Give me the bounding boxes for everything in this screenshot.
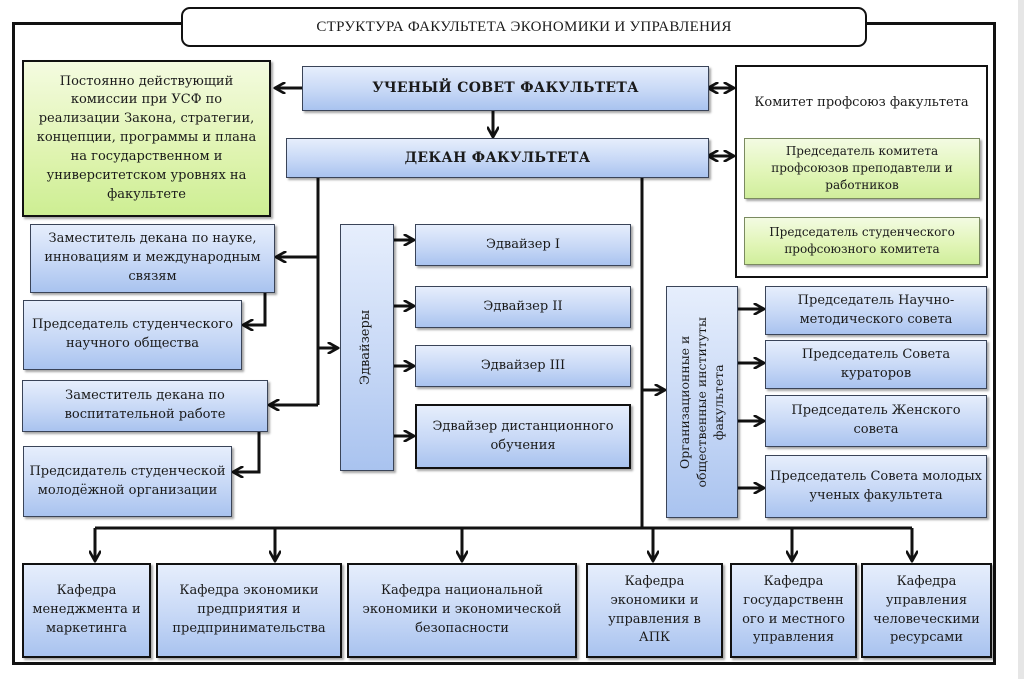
department-box[interactable]: Кафедра экономики предприятия и предприн…: [156, 563, 342, 658]
adviser-item[interactable]: Эдвайзер дистанционного обучения: [415, 404, 631, 469]
deputy-education-box[interactable]: Заместитель декана по воспитательной раб…: [22, 380, 268, 432]
department-box[interactable]: Кафедра менеджмента и маркетинга: [22, 563, 151, 658]
deputy-education-label: Заместитель декана по воспитательной раб…: [64, 388, 226, 422]
academic-council-box[interactable]: УЧЕНЫЙ СОВЕТ ФАКУЛЬТЕТА: [302, 66, 709, 111]
advisers-group-box[interactable]: Эдвайзеры: [340, 224, 394, 471]
institute-label: Председатель Совета кураторов: [801, 346, 951, 381]
adviser-item[interactable]: Эдвайзер II: [415, 286, 631, 328]
diagram-title: СТРУКТУРА ФАКУЛЬТЕТА ЭКОНОМИКИ И УПРАВЛЕ…: [181, 7, 867, 47]
page-edge-strip: [1018, 0, 1024, 679]
dean-box[interactable]: ДЕКАН ФАКУЛЬТЕТА: [286, 138, 709, 178]
department-label: Кафедра управления человеческими ресурса…: [873, 573, 980, 646]
trade-union-title: Комитет профсоюз факультета: [754, 95, 969, 110]
department-label: Кафедра экономики и управления в АПК: [608, 573, 701, 646]
institutes-group-label: Организационные и общественные институты…: [677, 317, 728, 487]
institute-item[interactable]: Председатель Научно-методического совета: [765, 286, 987, 335]
department-label: Кафедра государственн ого и местного упр…: [742, 573, 845, 646]
youth-org-box[interactable]: Предсидатель студенческой молодёжной орг…: [23, 446, 232, 517]
institutes-group-box[interactable]: Организационные и общественные институты…: [666, 286, 738, 518]
department-box[interactable]: Кафедра экономики и управления в АПК: [586, 563, 723, 658]
dean-label: ДЕКАН ФАКУЛЬТЕТА: [404, 149, 591, 166]
union-staff-chair-box[interactable]: Председатель комитета профсоюзов препода…: [744, 138, 980, 199]
adviser-label: Эдвайзер II: [483, 298, 563, 314]
union-student-chair-label: Председатель студенческого профсоюзного …: [769, 225, 955, 256]
institute-label: Председатель Совета молодых ученых факул…: [770, 468, 983, 503]
institutes-label-line: факультета: [710, 364, 726, 440]
deputy-science-box[interactable]: Заместитель декана по науке, инновациям …: [30, 224, 275, 293]
institute-label: Председатель Научно-методического совета: [797, 292, 955, 327]
adviser-item[interactable]: Эдвайзер III: [415, 345, 631, 387]
advisers-group-label: Эдвайзеры: [358, 309, 374, 386]
adviser-label: Эдвайзер дистанционного обучения: [432, 418, 614, 453]
institutes-label-line: Организационные и: [676, 335, 692, 469]
academic-council-label: УЧЕНЫЙ СОВЕТ ФАКУЛЬТЕТА: [372, 80, 639, 97]
adviser-label: Эдвайзер III: [480, 357, 566, 373]
commissions-box[interactable]: Постоянно действующий комиссии при УСФ п…: [22, 60, 271, 217]
institutes-label-line: общественные институты: [693, 316, 709, 488]
deputy-science-label: Заместитель декана по науке, инновациям …: [44, 231, 261, 284]
adviser-label: Эдвайзер I: [485, 236, 561, 252]
department-label: Кафедра национальной экономики и экономи…: [362, 583, 562, 636]
department-label: Кафедра экономики предприятия и предприн…: [172, 583, 326, 636]
arrow-to-youth-org: [234, 432, 261, 472]
arrow-to-student-society: [244, 293, 267, 325]
adviser-item[interactable]: Эдвайзер I: [415, 224, 631, 266]
student-science-society-box[interactable]: Председатель студенческого научного обще…: [23, 300, 242, 370]
institute-item[interactable]: Председатель Совета кураторов: [765, 340, 987, 389]
union-student-chair-box[interactable]: Председатель студенческого профсоюзного …: [744, 217, 980, 265]
union-staff-chair-label: Председатель комитета профсоюзов препода…: [771, 144, 953, 192]
department-box[interactable]: Кафедра национальной экономики и экономи…: [347, 563, 577, 658]
institute-item[interactable]: Председатель Женского совета: [765, 395, 987, 447]
commissions-label: Постоянно действующий комиссии при УСФ п…: [36, 73, 257, 202]
department-label: Кафедра менеджмента и маркетинга: [32, 583, 141, 636]
institute-label: Председатель Женского совета: [791, 403, 961, 437]
department-box[interactable]: Кафедра управления человеческими ресурса…: [861, 563, 992, 658]
institute-item[interactable]: Председатель Совета молодых ученых факул…: [765, 455, 987, 518]
youth-org-label: Предсидатель студенческой молодёжной орг…: [29, 463, 226, 498]
department-box[interactable]: Кафедра государственн ого и местного упр…: [730, 563, 857, 658]
student-science-society-label: Председатель студенческого научного обще…: [31, 317, 234, 351]
